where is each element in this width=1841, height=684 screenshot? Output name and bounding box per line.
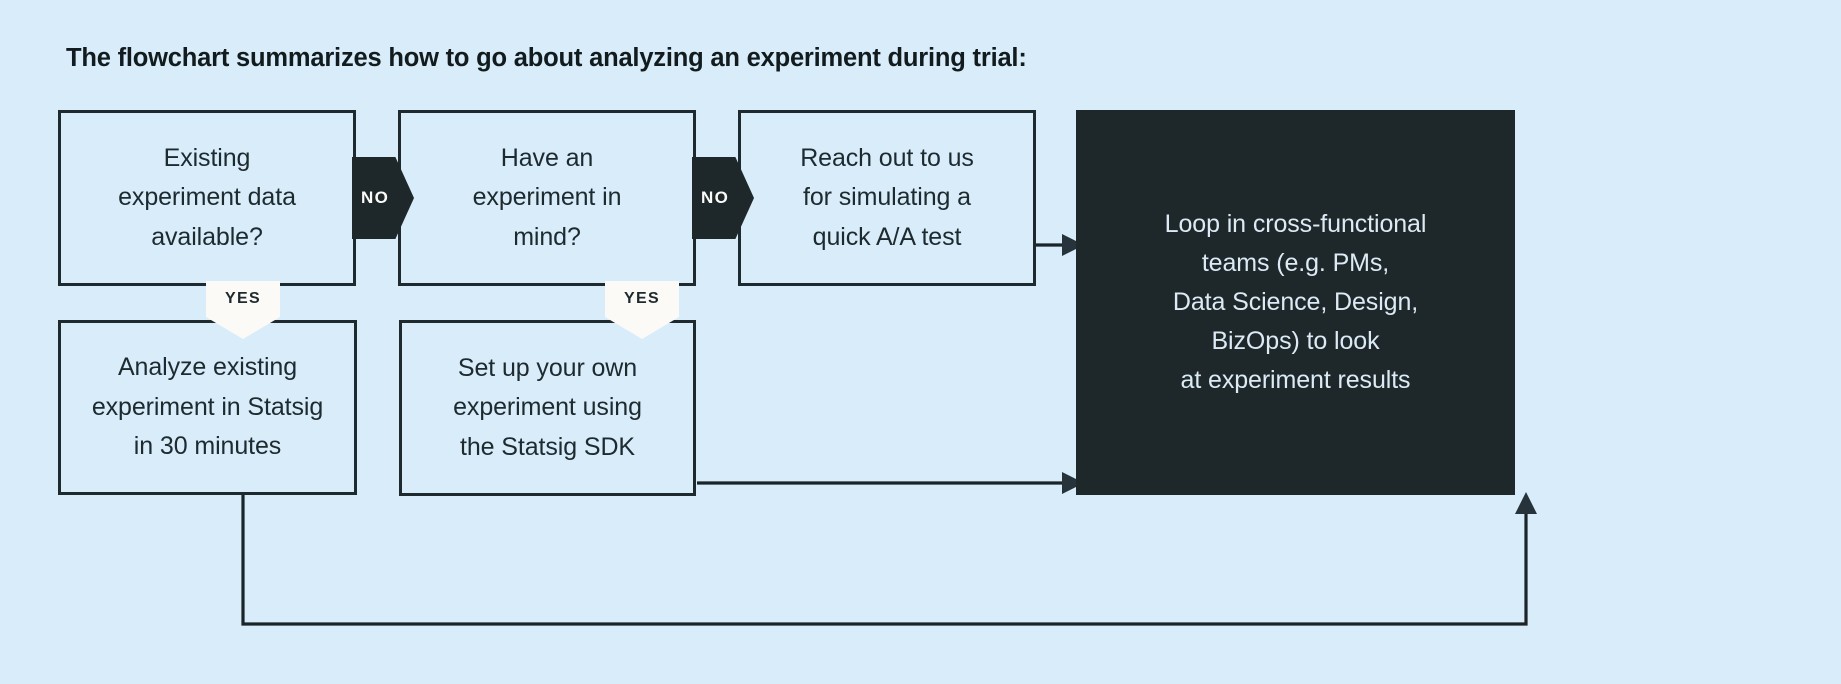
node-loop-in-teams-label: Loop in cross-functional teams (e.g. PMs… bbox=[1164, 210, 1427, 394]
node-analyze[interactable]: Analyze existing experiment in Statsig i… bbox=[58, 320, 357, 495]
node-existing-data[interactable]: Existing experiment data available? bbox=[58, 110, 356, 286]
node-loop-in-teams[interactable]: Loop in cross-functional teams (e.g. PMs… bbox=[1076, 110, 1515, 495]
node-have-experiment[interactable]: Have an experiment in mind? bbox=[398, 110, 696, 286]
node-analyze-label: Analyze existing experiment in Statsig i… bbox=[91, 353, 324, 461]
node-existing-data-label: Existing experiment data available? bbox=[118, 143, 296, 251]
node-setup-label: Set up your own experiment using the Sta… bbox=[453, 353, 642, 461]
node-setup[interactable]: Set up your own experiment using the Sta… bbox=[399, 320, 696, 496]
node-have-experiment-label: Have an experiment in mind? bbox=[472, 143, 622, 251]
badge-yes-have-experiment-label: YES bbox=[624, 290, 660, 307]
badge-no-existing-data-label: NO bbox=[361, 188, 390, 207]
page-title: The flowchart summarizes how to go about… bbox=[66, 44, 1027, 72]
connector-setup-to-loop bbox=[697, 472, 1084, 494]
connector-analyze-to-loop bbox=[241, 492, 1537, 626]
node-reach-out-label: Reach out to us for simulating a quick A… bbox=[800, 143, 974, 251]
badge-yes-existing-data-label: YES bbox=[225, 290, 261, 307]
badge-no-have-experiment-label: NO bbox=[701, 188, 730, 207]
node-reach-out[interactable]: Reach out to us for simulating a quick A… bbox=[738, 110, 1036, 286]
